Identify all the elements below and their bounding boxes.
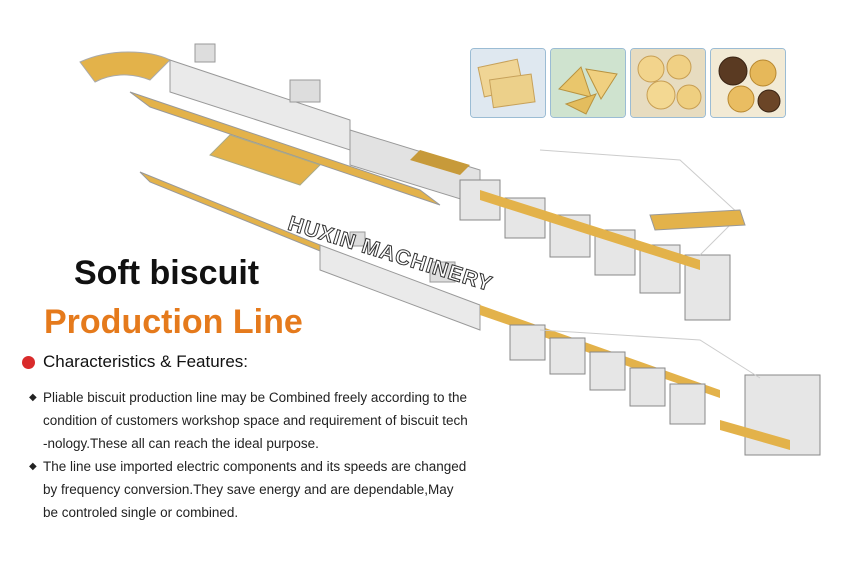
feature-line: Pliable biscuit production line may be C… — [43, 390, 467, 405]
feature-line: by frequency conversion.They save energy… — [43, 482, 454, 497]
upper-production-line — [79, 43, 746, 321]
triangle-biscuits-photo — [550, 48, 626, 118]
feature-line: -nology.These all can reach the ideal pu… — [43, 436, 319, 451]
feature-line: be controled single or combined. — [43, 505, 239, 520]
diamond-bullet-icon: ◆ — [29, 392, 37, 403]
title-production-line: Production Line — [44, 303, 303, 341]
feature-item: ◆ Pliable biscuit production line may be… — [29, 386, 549, 455]
feature-line: condition of customers workshop space an… — [43, 413, 468, 428]
features-list: ◆ Pliable biscuit production line may be… — [29, 386, 549, 524]
diamond-bullet-icon: ◆ — [29, 461, 37, 472]
red-dot-icon — [22, 355, 35, 369]
biscuit-sample-photos — [470, 48, 786, 118]
lower-production-line — [139, 171, 821, 456]
feature-item: ◆ The line use imported electric compone… — [29, 455, 549, 524]
features-heading-text: Characteristics & Features: — [43, 352, 249, 371]
features-heading: Characteristics & Features: — [22, 352, 248, 372]
feature-line: The line use imported electric component… — [43, 459, 467, 474]
cracker-stack-photo — [470, 48, 546, 118]
title-soft-biscuit: Soft biscuit — [74, 254, 260, 292]
round-crackers-photo — [630, 48, 706, 118]
chocolate-cookies-photo — [710, 48, 786, 118]
